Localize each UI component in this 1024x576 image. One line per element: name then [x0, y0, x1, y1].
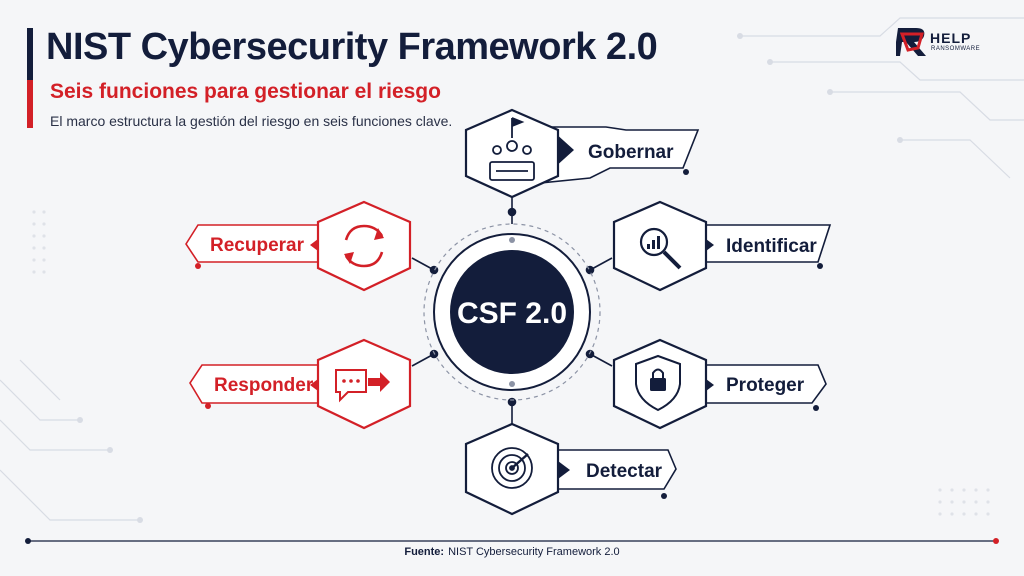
page-subtitle: Seis funciones para gestionar el riesgo — [50, 80, 441, 103]
function-label-proteger: Proteger — [726, 375, 805, 396]
page-description: El marco estructura la gestión del riesg… — [50, 113, 453, 129]
governance-icon — [489, 117, 535, 181]
footer-source-text: NIST Cybersecurity Framework 2.0 — [448, 546, 620, 558]
footer-source: Fuente:NIST Cybersecurity Framework 2.0 — [0, 546, 1024, 558]
radar-icon — [491, 447, 533, 489]
function-node-proteger[interactable]: Proteger — [612, 338, 827, 430]
function-label-identificar: Identificar — [726, 236, 817, 257]
function-label-gobernar: Gobernar — [588, 142, 674, 163]
function-label-detectar: Detectar — [586, 461, 663, 482]
function-label-recuperar: Recuperar — [210, 235, 305, 256]
footer-source-label: Fuente: — [404, 546, 445, 558]
shield-lock-icon — [635, 354, 681, 412]
title-accent-bar — [27, 28, 33, 80]
function-node-gobernar[interactable]: Gobernar — [464, 108, 700, 199]
refresh-arrows-icon — [344, 224, 384, 268]
chat-arrow-icon — [335, 369, 390, 403]
help-ransomware-logo-icon — [896, 28, 926, 56]
center-label: CSF 2.0 — [457, 297, 567, 330]
page-title: NIST Cybersecurity Framework 2.0 — [46, 26, 658, 68]
center-hub: CSF 2.0 — [423, 223, 601, 401]
function-label-responder: Responder — [214, 375, 314, 396]
subtitle-accent-bar — [27, 80, 33, 128]
magnifier-chart-icon — [639, 227, 682, 270]
function-node-detectar[interactable]: Detectar — [464, 422, 677, 516]
logo-text: HELP — [930, 30, 972, 46]
function-node-responder[interactable]: Responder — [189, 338, 412, 430]
function-node-identificar[interactable]: Identificar — [612, 200, 832, 292]
logo-subtext: RANSOMWARE — [931, 46, 981, 52]
function-node-recuperar[interactable]: Recuperar — [185, 200, 412, 292]
